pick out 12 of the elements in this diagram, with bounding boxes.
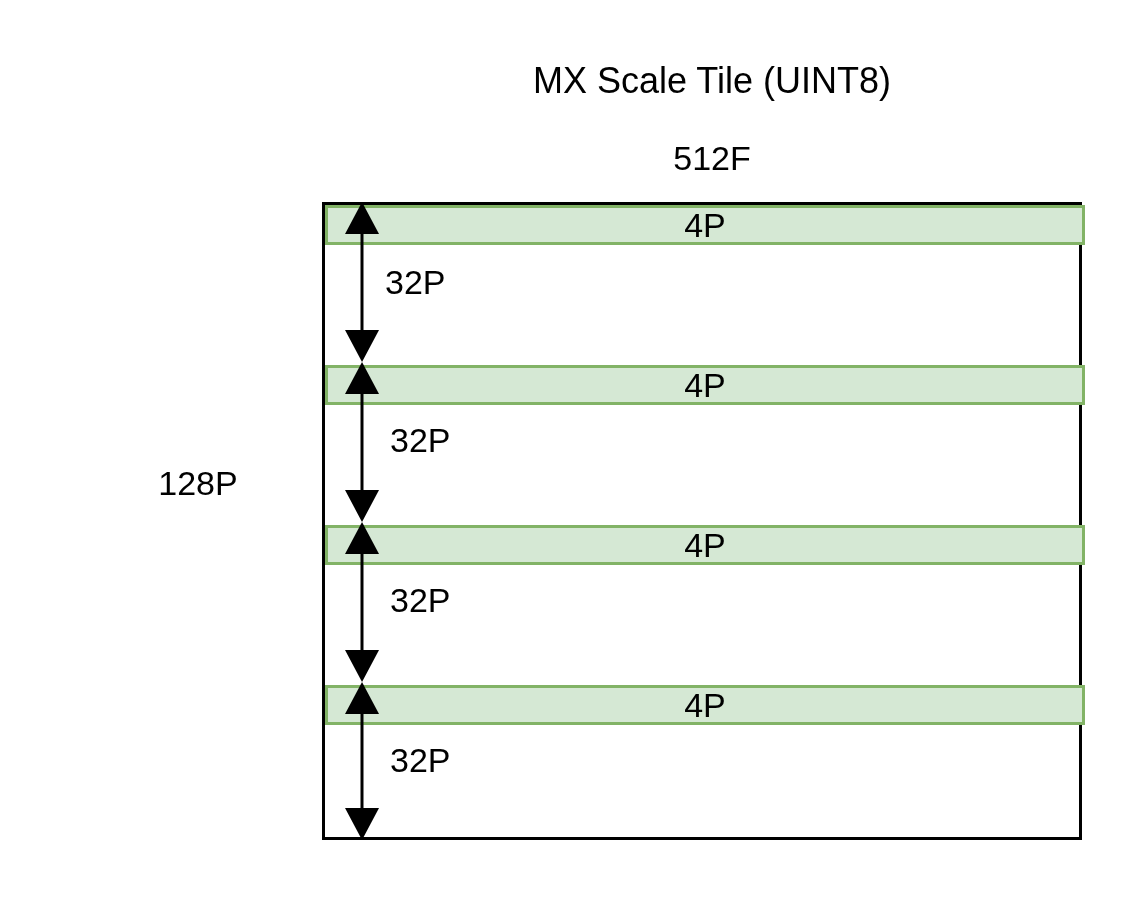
dimension-label: 32P [390,743,451,777]
band: 4P [325,525,1085,565]
tile-outline [322,202,1082,840]
height-dimension-label: 128P [158,466,238,500]
dimension-label: 32P [390,423,451,457]
band: 4P [325,685,1085,725]
width-dimension-label: 512F [673,141,751,175]
diagram-title: MX Scale Tile (UINT8) [532,63,892,99]
band: 4P [325,205,1085,245]
dimension-label: 32P [390,583,451,617]
band: 4P [325,365,1085,405]
dimension-label: 32P [385,265,446,299]
